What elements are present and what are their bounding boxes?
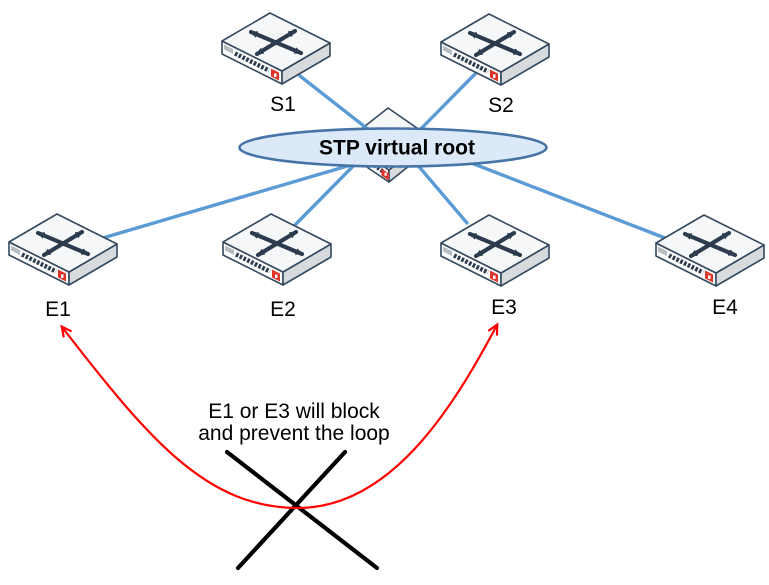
label-s1: S1	[270, 93, 296, 116]
annotation-line1: E1 or E3 will block	[208, 400, 380, 423]
link-e1-root	[94, 155, 380, 242]
switch-icon-e3	[441, 215, 549, 286]
switch-icon-e2	[223, 214, 331, 285]
stp-virtual-root-ellipse	[238, 127, 548, 168]
switch-icon-s2	[441, 14, 549, 85]
switch-icon-s1	[222, 13, 330, 84]
label-e1: E1	[45, 298, 71, 321]
label-e2: E2	[270, 298, 296, 321]
annotation-line2: and prevent the loop	[198, 422, 389, 445]
label-e3: E3	[491, 296, 517, 319]
label-s2: S2	[488, 94, 514, 117]
switch-icon-e4	[656, 215, 764, 286]
block-x-icon	[224, 449, 380, 571]
stp-virtual-root-label: STP virtual root	[319, 137, 475, 160]
label-e4: E4	[712, 296, 738, 319]
loop-arrow	[60, 322, 499, 510]
brand-badge-glyph	[384, 172, 387, 176]
switch-icon-e1	[9, 214, 117, 285]
